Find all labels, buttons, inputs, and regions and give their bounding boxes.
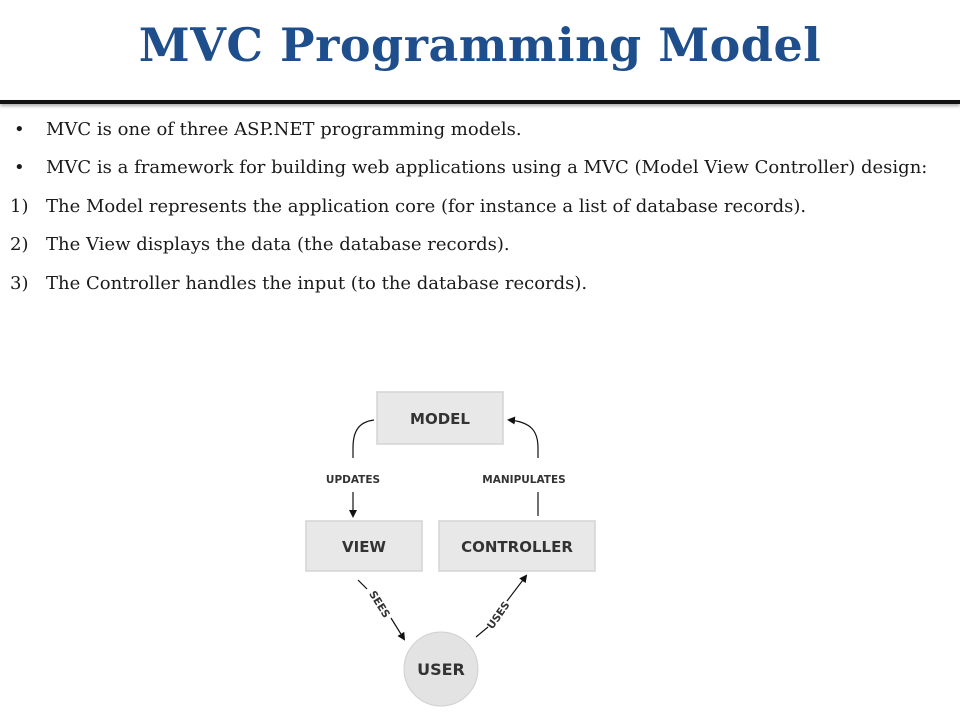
- bullet-item: • MVC is one of three ASP.NET programmin…: [0, 116, 960, 144]
- page-title: MVC Programming Model: [138, 18, 822, 72]
- sees-arrow-start: [357, 579, 368, 590]
- mvc-diagram-svg: MODEL VIEW CONTROLLER USER UPDATES MANIP…: [305, 391, 596, 707]
- item-text: The Controller handles the input (to the…: [46, 272, 588, 294]
- updates-arrow-top: [352, 419, 375, 458]
- title-divider: [0, 100, 960, 104]
- mvc-diagram: MODEL VIEW CONTROLLER USER UPDATES MANIP…: [300, 388, 600, 714]
- bullet-text: MVC is a framework for building web appl…: [46, 157, 928, 179]
- user-circle: [403, 631, 479, 707]
- view-box: [305, 520, 423, 572]
- manipulates-label: MANIPULATES: [482, 474, 565, 486]
- item-text: The View displays the data (the database…: [46, 234, 510, 256]
- controller-label: CONTROLLER: [461, 538, 573, 556]
- numbered-item: 2) The View displays the data (the datab…: [0, 231, 960, 259]
- uses-arrow-end: [506, 574, 528, 602]
- controller-box: [438, 520, 596, 572]
- bullet-marker: •: [14, 157, 25, 179]
- bullet-item: • MVC is a framework for building web ap…: [0, 154, 960, 182]
- slide-content: • MVC is one of three ASP.NET programmin…: [0, 116, 960, 308]
- bullet-text: MVC is one of three ASP.NET programming …: [46, 119, 522, 140]
- uses-label: USES: [485, 600, 513, 632]
- sees-label: SEES: [366, 589, 392, 620]
- item-number: 1): [10, 195, 29, 217]
- manipulates-arrow-top: [507, 416, 539, 458]
- item-number: 2): [10, 234, 29, 256]
- numbered-item: 3) The Controller handles the input (to …: [0, 270, 960, 298]
- item-text: The Model represents the application cor…: [46, 195, 807, 217]
- view-label: VIEW: [342, 538, 386, 556]
- updates-label: UPDATES: [326, 474, 380, 486]
- uses-arrow-start: [475, 626, 489, 638]
- model-box: [376, 391, 504, 445]
- item-number: 3): [10, 272, 29, 294]
- model-label: MODEL: [410, 410, 470, 428]
- user-label: USER: [417, 660, 465, 679]
- numbered-item: 1) The Model represents the application …: [0, 193, 960, 221]
- bullet-marker: •: [14, 119, 25, 140]
- sees-arrow-end: [390, 617, 406, 641]
